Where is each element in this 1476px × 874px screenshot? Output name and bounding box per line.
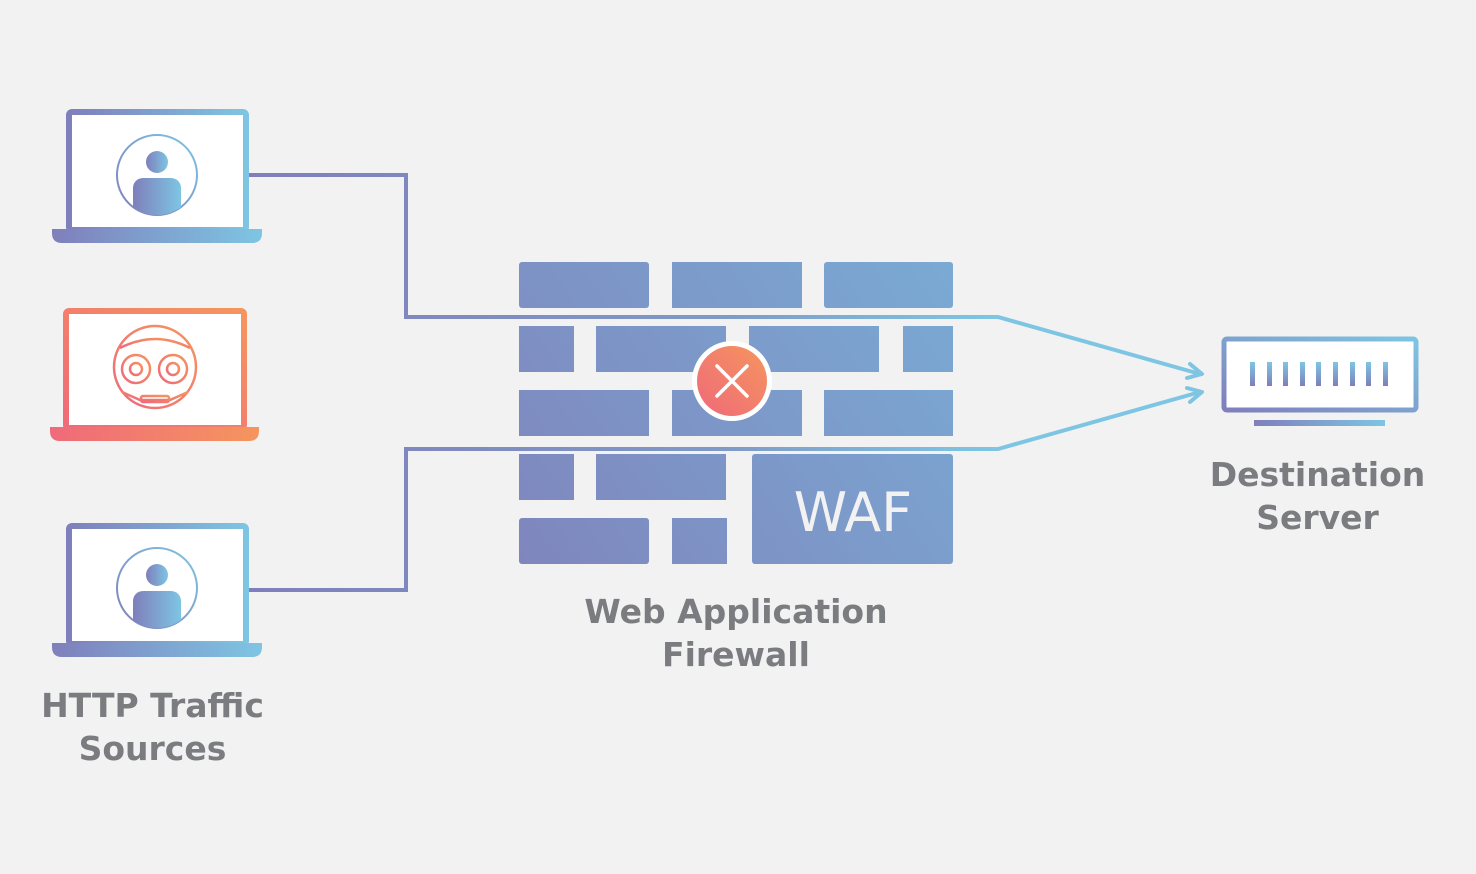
wall-brick — [672, 518, 727, 564]
label-line: Firewall — [662, 635, 810, 674]
arrow-head-icon — [1185, 386, 1204, 404]
label-line: Destination — [1209, 455, 1426, 494]
wall-brick — [596, 454, 726, 500]
traffic-path-user-top — [248, 173, 1201, 376]
wall-brick — [519, 326, 574, 372]
server-icon — [1221, 336, 1419, 426]
destination-server-label: Destination Server — [1195, 453, 1440, 539]
laptop-user-top — [52, 109, 262, 243]
label-line: Sources — [78, 729, 227, 768]
user-icon — [116, 547, 198, 629]
wall-brick — [519, 518, 649, 564]
arrow-head-icon — [1185, 362, 1204, 380]
close-icon — [715, 364, 749, 398]
bot-icon — [112, 324, 198, 410]
wall-brick — [824, 390, 953, 436]
wall-brick — [519, 454, 574, 500]
label-line: Server — [1256, 498, 1379, 537]
wall-brick — [903, 326, 953, 372]
waf-badge-text: WAF — [794, 481, 912, 544]
wall-brick — [749, 326, 879, 372]
traffic-path-user-bottom — [248, 390, 1201, 592]
wall-brick — [519, 262, 649, 308]
wall-brick — [824, 262, 953, 308]
laptop-user-bottom — [52, 523, 262, 657]
wall-brick — [519, 390, 649, 436]
label-line: Web Application — [584, 592, 888, 631]
laptop-bot — [50, 308, 259, 441]
wall-brick — [672, 262, 802, 308]
label-line: HTTP Traffic — [41, 686, 264, 725]
web-application-firewall-label: Web Application Firewall — [560, 590, 912, 676]
waf-badge — [752, 454, 953, 564]
blocked-request-badge — [692, 341, 772, 421]
user-icon — [116, 134, 198, 216]
http-traffic-sources-label: HTTP Traffic Sources — [20, 684, 285, 770]
